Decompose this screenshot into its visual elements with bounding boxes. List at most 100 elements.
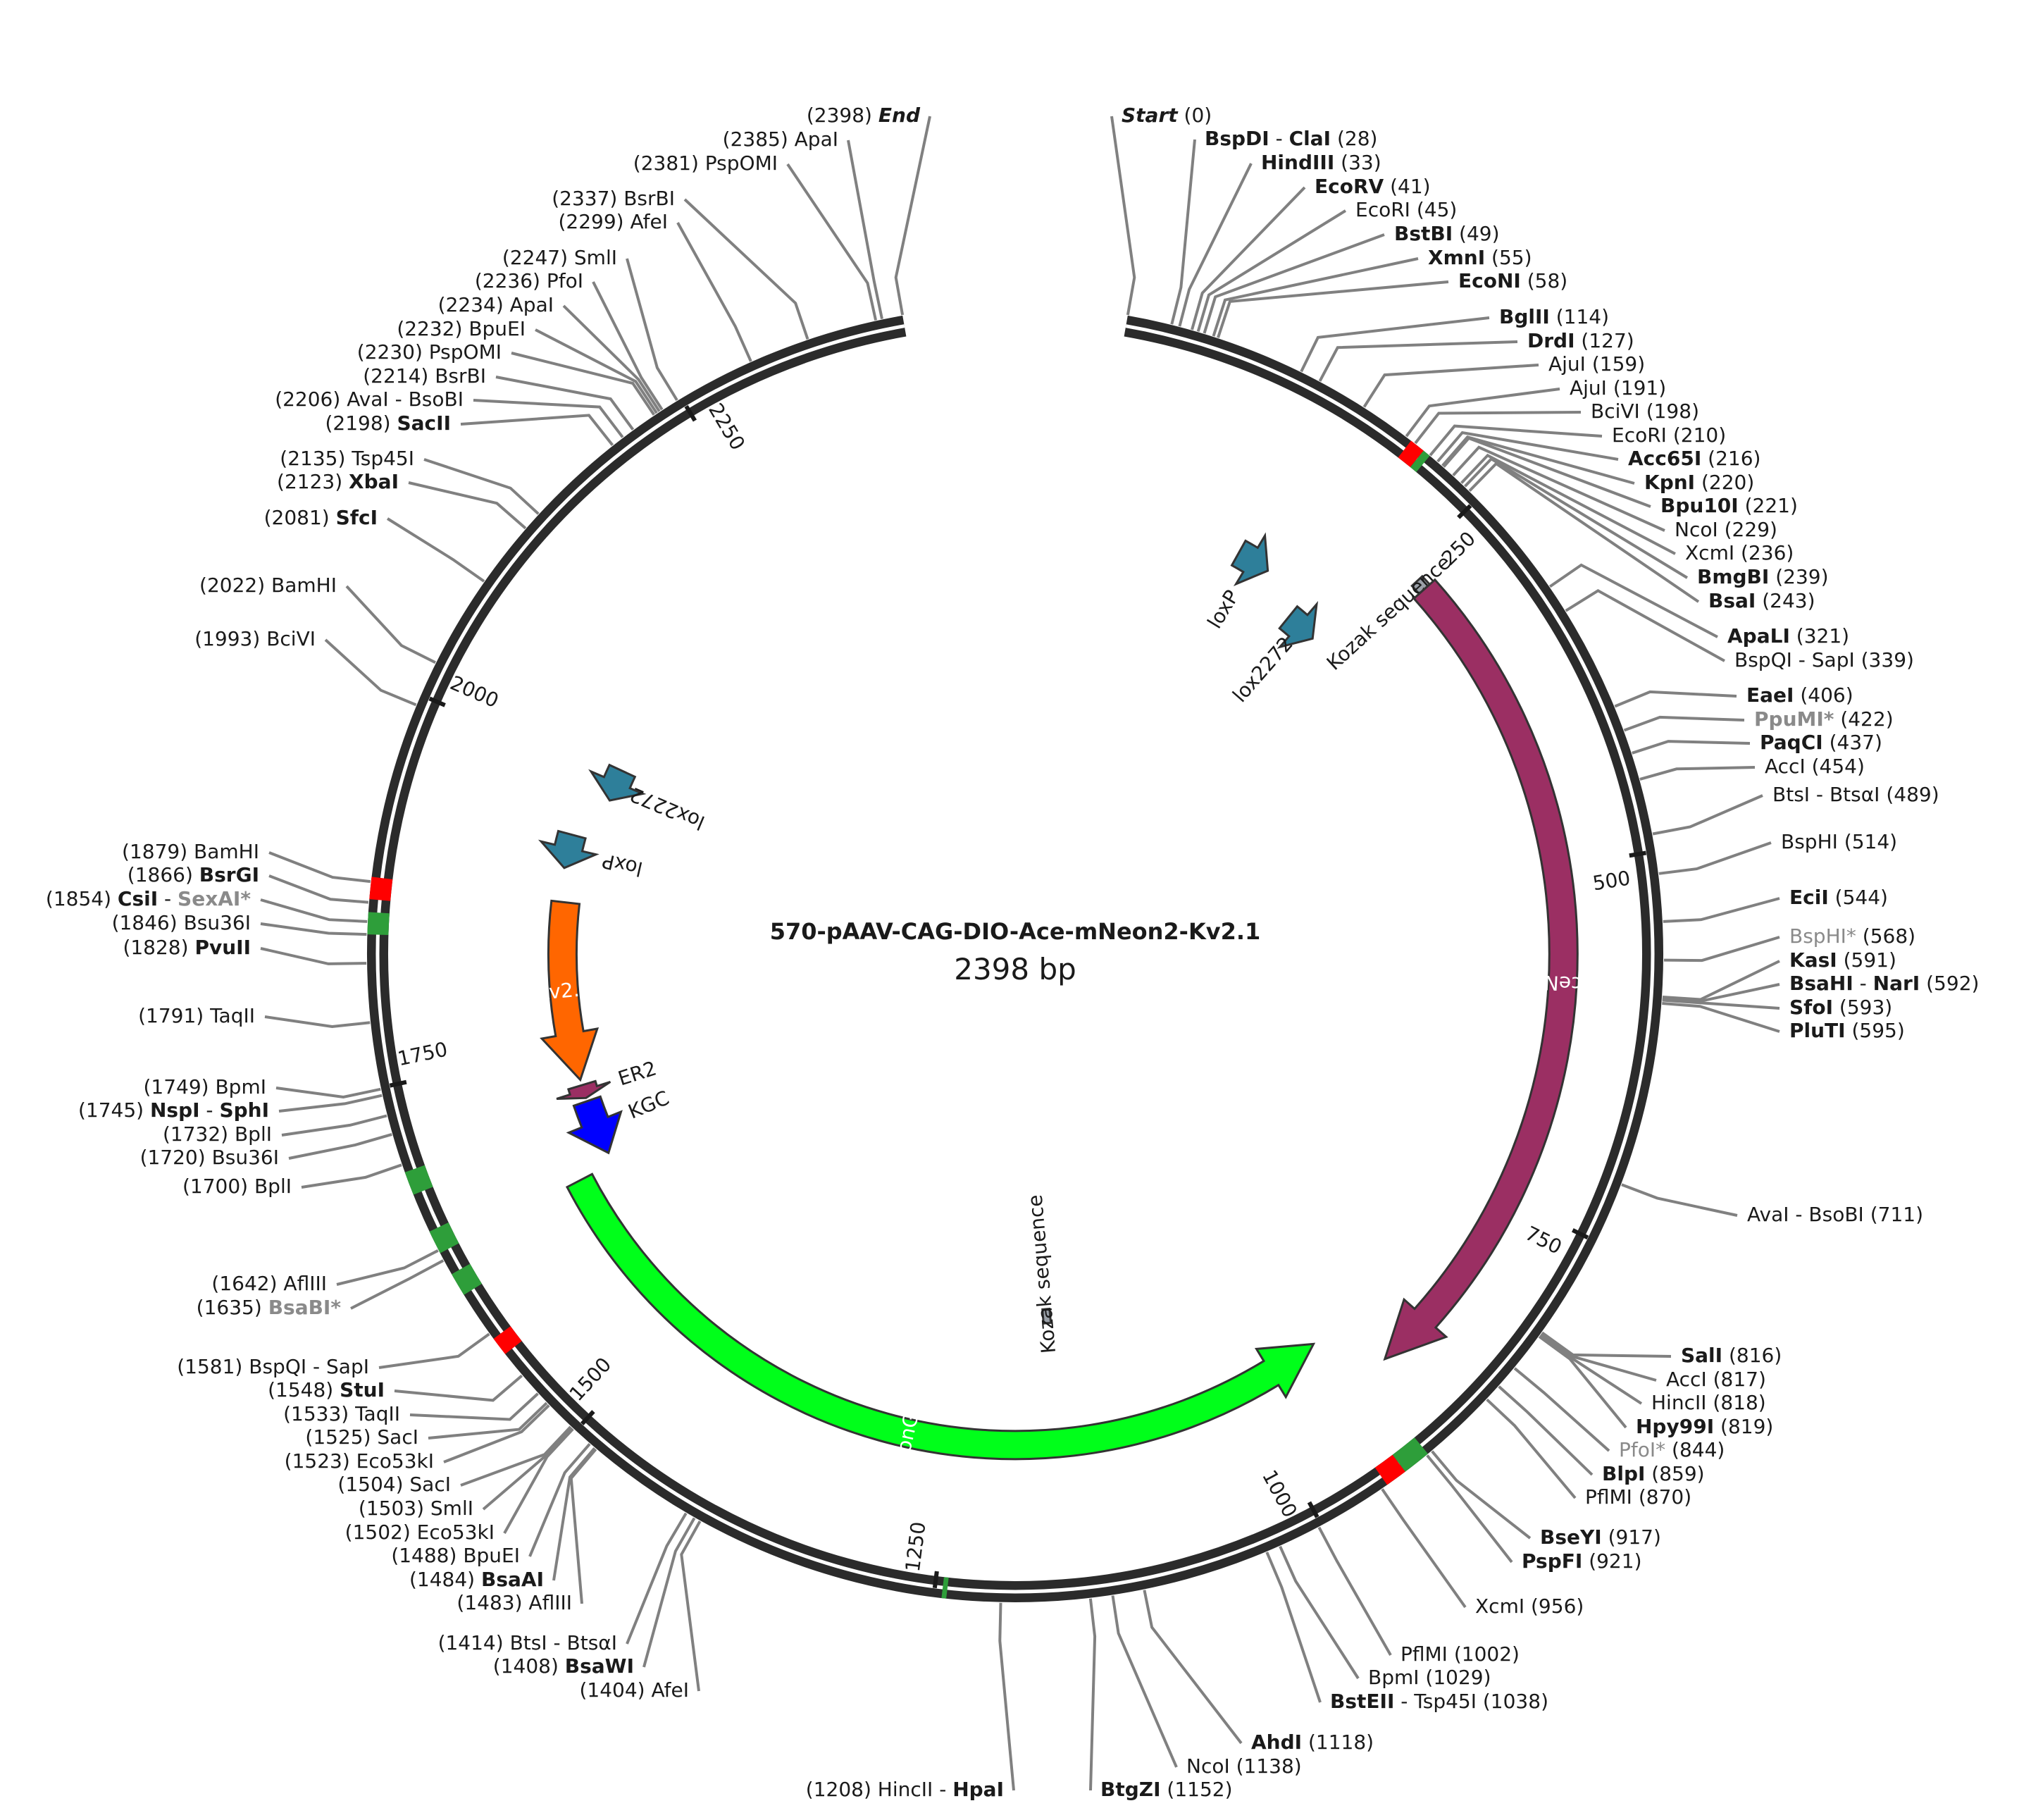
site-label-L-52: (1208) HincII - HpaI [806, 1778, 1004, 1801]
site-leader-R-20 [1468, 462, 1700, 603]
site-label-L-33: (2206) AvaI - BsoBI [275, 388, 464, 411]
restriction-sites: Start (0)BspDI - ClaI (28)HindIII (33)Ec… [46, 104, 1980, 1801]
site-leader-R-6 [1212, 257, 1419, 337]
feature-lox2272-2 [588, 763, 647, 802]
site-label-R-27: BtsI - BtsαI (489) [1772, 783, 1939, 806]
tick-750 [1572, 1228, 1589, 1240]
feature-label-lox2272-2: lox2272 [626, 782, 708, 834]
site-label-L-40: (2299) AfeI [558, 210, 668, 233]
backbone-center-line [375, 324, 1655, 1594]
tick-250 [1457, 504, 1472, 519]
region-mark-3 [1374, 1454, 1405, 1485]
region-mark-6 [452, 1263, 482, 1295]
site-label-R-11: AjuI (191) [1570, 376, 1666, 400]
site-label-L-7: (1503) SmlI [359, 1497, 473, 1520]
site-label-R-37: AccI (817) [1666, 1368, 1766, 1391]
site-leader-R-19 [1464, 457, 1689, 579]
site-label-R-32: BsaHI - NarI (592) [1789, 972, 1979, 995]
site-label-L-41: (2337) BsrBI [552, 187, 675, 210]
site-leader-R-37 [1540, 1332, 1657, 1382]
site-label-R-45: XcmI (956) [1475, 1595, 1584, 1618]
site-label-R-41: BlpI (859) [1602, 1462, 1705, 1485]
site-label-L-26: (1879) BamHI [122, 840, 259, 863]
tick-2250 [684, 404, 697, 422]
site-leader-R-28 [1658, 841, 1772, 875]
site-label-R-39: Hpy99I (819) [1636, 1415, 1773, 1438]
site-leader-L-3 [569, 1448, 597, 1604]
site-label-L-15: (1642) AflIII [211, 1272, 327, 1295]
site-label-R-34: PluTI (595) [1789, 1019, 1905, 1042]
site-leader-L-1 [642, 1517, 696, 1668]
site-label-L-8: (1504) SacI [337, 1473, 451, 1496]
site-leader-L-44 [894, 116, 931, 316]
site-leader-R-8 [1300, 316, 1490, 373]
site-label-L-17: (1720) Bsu36I [140, 1146, 279, 1169]
tick-1250 [932, 1571, 939, 1589]
site-leader-R-1 [1170, 139, 1196, 325]
site-label-L-23: (1846) Bsu36I [112, 911, 251, 934]
site-label-R-2: HindIII (33) [1261, 151, 1381, 174]
site-leader-L-22 [260, 947, 367, 965]
site-leader-L-6 [503, 1428, 574, 1534]
site-label-R-51: BtgZI (1152) [1100, 1778, 1233, 1801]
site-label-L-43: (2385) ApaI [723, 128, 838, 151]
site-leader-L-42 [786, 163, 878, 321]
site-leader-L-32 [460, 414, 614, 447]
site-leader-R-17 [1452, 445, 1665, 532]
site-label-R-29: EciI (544) [1789, 886, 1888, 909]
feature-ER2 [556, 1079, 611, 1100]
site-label-R-23: EaeI (406) [1746, 683, 1853, 707]
site-label-L-20: (1749) BpmI [143, 1075, 266, 1098]
site-label-R-14: Acc65I (216) [1628, 447, 1760, 470]
site-leader-L-30 [408, 481, 527, 530]
tick-label-2000: 2000 [447, 671, 502, 712]
site-leader-R-36 [1541, 1331, 1672, 1358]
site-label-R-4: EcoRI (45) [1355, 198, 1457, 221]
feature-KGC [566, 1095, 623, 1155]
site-label-R-46: PflMI (1002) [1400, 1642, 1520, 1666]
site-label-L-18: (1732) BplI [163, 1122, 272, 1146]
site-label-L-4: (1484) BsaAI [409, 1568, 544, 1591]
site-leader-L-16 [301, 1163, 402, 1189]
site-leader-R-25 [1632, 740, 1751, 755]
site-label-L-21: (1791) TaqII [138, 1004, 255, 1027]
site-label-R-26: AccI (454) [1765, 755, 1865, 778]
region-mark-7 [429, 1222, 459, 1253]
feature-label-AceNR: AceNR [1530, 970, 1596, 997]
site-label-L-10: (1525) SacI [305, 1425, 418, 1449]
site-leader-R-23 [1614, 690, 1737, 708]
site-label-R-16: Bpu10I (221) [1660, 494, 1798, 517]
region-mark-2 [1392, 1437, 1428, 1472]
site-leader-R-31 [1662, 960, 1780, 1001]
site-leader-R-18 [1460, 453, 1676, 555]
site-leader-L-19 [278, 1094, 383, 1113]
site-leader-L-18 [281, 1114, 387, 1137]
site-leader-R-3 [1191, 186, 1306, 330]
feature-label-loxP-2: loxP [600, 849, 645, 881]
site-label-R-15: KpnI (220) [1644, 471, 1754, 494]
site-label-R-30: BspHI* (568) [1789, 924, 1915, 948]
feature-label-lox2272: lox2272 [1228, 632, 1298, 707]
site-leader-L-4 [552, 1447, 596, 1581]
site-leader-L-26 [268, 851, 371, 884]
site-leader-R-11 [1405, 388, 1560, 438]
region-mark-1 [1410, 450, 1430, 472]
tick-label-2250: 2250 [704, 400, 750, 454]
site-leader-R-13 [1429, 424, 1603, 457]
site-leader-L-25 [268, 874, 369, 904]
site-leader-L-52 [998, 1602, 1015, 1791]
site-label-L-11: (1533) TaqII [283, 1402, 400, 1425]
site-leader-R-48 [1265, 1552, 1322, 1703]
site-leader-L-15 [336, 1249, 439, 1286]
site-label-L-42: (2381) PspOMI [633, 151, 778, 175]
site-label-L-19: (1745) NspI - SphI [78, 1098, 269, 1122]
site-leader-L-35 [511, 352, 656, 416]
tick-2000 [428, 696, 446, 707]
feature-AceNR [1383, 578, 1579, 1361]
site-leader-L-43 [847, 140, 883, 320]
site-leader-L-12 [394, 1374, 523, 1402]
region-marks [367, 440, 1430, 1599]
site-label-R-22: BspQI - SapI (339) [1734, 648, 1914, 671]
site-label-R-33: SfoI (593) [1789, 996, 1892, 1019]
